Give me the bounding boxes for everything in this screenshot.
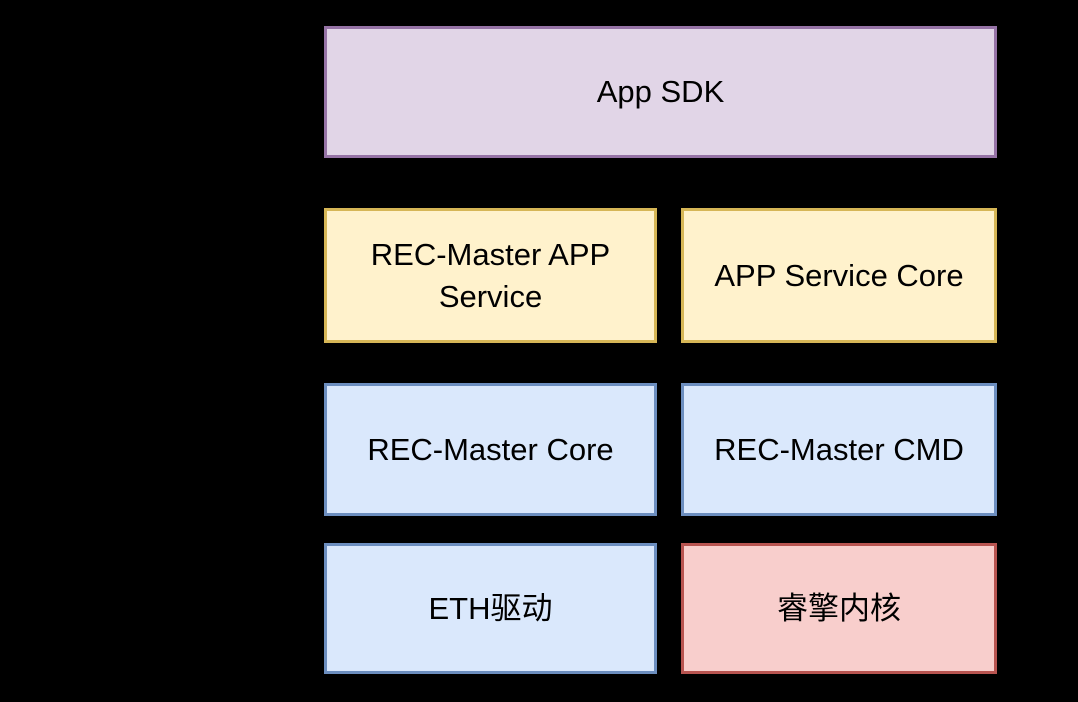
box-label-rec-master-app-service: REC-Master APP Service bbox=[370, 236, 611, 314]
diagram-box-eth-driver: ETH驱动 bbox=[324, 543, 657, 674]
diagram-box-rec-master-app-service: REC-Master APP Service bbox=[324, 208, 657, 343]
box-label-app-service-core: APP Service Core bbox=[714, 257, 964, 293]
diagram-box-rec-master-core: REC-Master Core bbox=[324, 383, 657, 516]
diagram-box-app-sdk: App SDK bbox=[324, 26, 997, 158]
box-label-app-sdk: App SDK bbox=[596, 74, 725, 110]
box-label-rec-master-cmd: REC-Master CMD bbox=[714, 431, 964, 467]
diagram-box-rec-master-cmd: REC-Master CMD bbox=[681, 383, 997, 516]
diagram-box-ruiqin-kernel: 睿擎内核 bbox=[681, 543, 997, 674]
box-label-rec-master-core: REC-Master Core bbox=[367, 431, 614, 467]
diagram-box-app-service-core: APP Service Core bbox=[681, 208, 997, 343]
box-label-eth-driver: ETH驱动 bbox=[428, 590, 553, 626]
box-label-ruiqin-kernel: 睿擎内核 bbox=[777, 590, 901, 626]
